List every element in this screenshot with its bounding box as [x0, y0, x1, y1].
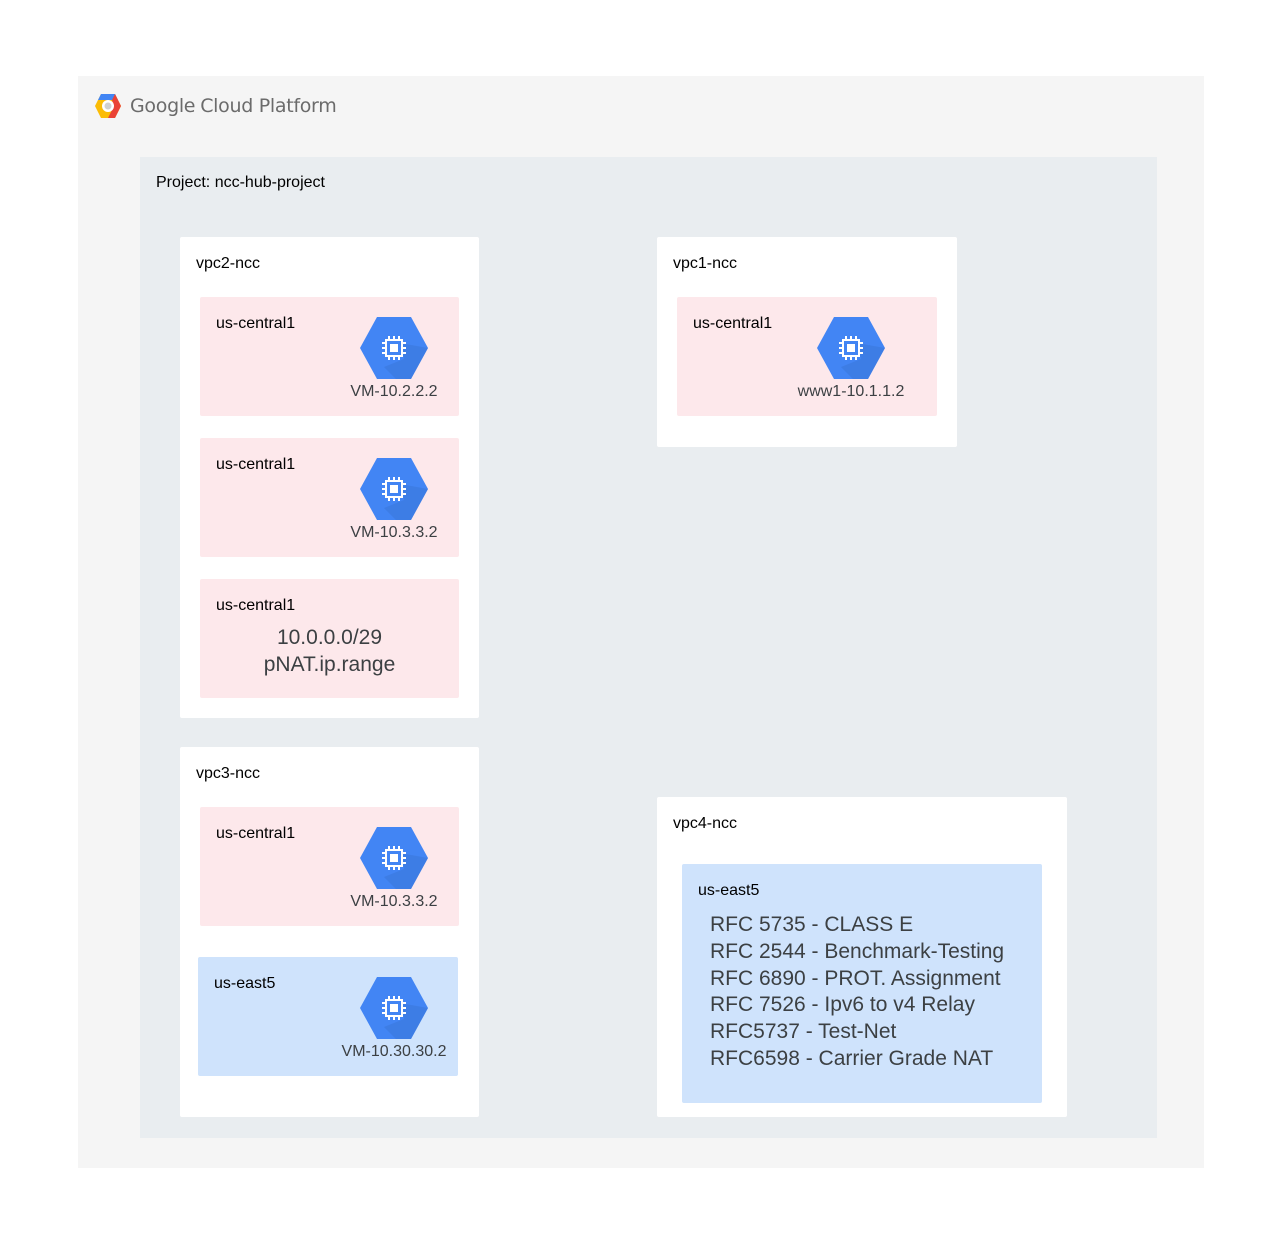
vm-instance: VM-10.30.30.2 [334, 977, 454, 1061]
vpc-label: vpc2-ncc [196, 255, 261, 272]
rfc-item: RFC 6890 - PROT. Assignment [710, 966, 1001, 990]
rfc-item: RFC 7526 - Ipv6 to v4 Relay [710, 993, 975, 1017]
compute-engine-icon [360, 317, 428, 379]
zone-label: us-east5 [214, 975, 276, 992]
rfc-item: RFC6598 - Carrier Grade NAT [710, 1046, 994, 1070]
zone-label: us-central1 [216, 825, 296, 842]
vpc-label: vpc3-ncc [196, 765, 261, 782]
vpc-vpc3-ncc: vpc3-ncc us-central1 VM-10.3.3.2 us-east… [180, 747, 479, 1117]
vm-instance: www1-10.1.1.2 [791, 317, 911, 401]
rfc-item: RFC 5735 - CLASS E [710, 913, 914, 936]
zone-label: us-central1 [693, 315, 773, 332]
vm-instance: VM-10.3.3.2 [334, 827, 454, 911]
vm-label: www1-10.1.1.2 [797, 383, 905, 400]
compute-engine-icon [360, 977, 428, 1039]
vpc-label: vpc1-ncc [673, 255, 738, 272]
zone-us-central1: us-central1 www1-10.1.1.2 [677, 297, 937, 416]
zone-label: us-east5 [698, 882, 760, 899]
zone-us-east5: us-east5 VM-10.30.30.2 [198, 957, 458, 1076]
rfc-item: RFC5737 - Test-Net [710, 1020, 897, 1044]
ip-range: 10.0.0.0/29 [276, 626, 383, 649]
zone-label: us-central1 [216, 456, 296, 473]
vpc-label: vpc4-ncc [673, 815, 738, 832]
compute-engine-icon [360, 458, 428, 520]
vm-label: VM-10.30.30.2 [341, 1043, 447, 1060]
vpc-vpc2-ncc: vpc2-ncc us-central1 VM-10.2.2.2 us-cent… [180, 237, 479, 718]
vpc-vpc1-ncc: vpc1-ncc us-central1 www1-10.1.1.2 [657, 237, 957, 447]
zone-us-central1-nat-range: us-central1 10.0.0.0/29 pNAT.ip.range [200, 579, 459, 698]
rfc-range-list: RFC 5735 - CLASS E RFC 2544 - Benchmark-… [710, 912, 1004, 1073]
vm-label: VM-10.3.3.2 [350, 524, 438, 541]
compute-engine-icon [360, 827, 428, 889]
brand-product: Cloud Platform [200, 95, 337, 117]
brand-google: Google [130, 95, 196, 117]
gcp-hexagon-icon [95, 94, 121, 118]
vm-label: VM-10.3.3.2 [350, 893, 438, 910]
compute-engine-icon [817, 317, 885, 379]
rfc-item: RFC 2544 - Benchmark-Testing [710, 939, 1005, 963]
zone-us-central1: us-central1 VM-10.3.3.2 [200, 807, 459, 926]
vm-instance: VM-10.2.2.2 [334, 317, 454, 401]
zone-us-central1: us-central1 VM-10.3.3.2 [200, 438, 459, 557]
zone-us-central1: us-central1 VM-10.2.2.2 [200, 297, 459, 416]
vpc-vpc4-ncc: vpc4-ncc us-east5 RFC 5735 - CLASS E RFC… [657, 797, 1067, 1117]
zone-label: us-central1 [216, 315, 296, 332]
project-label: Project: ncc-hub-project [156, 174, 325, 191]
vm-label: VM-10.2.2.2 [350, 383, 438, 400]
vm-instance: VM-10.3.3.2 [334, 458, 454, 542]
range-name: pNAT.ip.range [263, 653, 396, 676]
zone-us-east5: us-east5 RFC 5735 - CLASS E RFC 2544 - B… [682, 864, 1042, 1103]
zone-label: us-central1 [216, 597, 296, 614]
